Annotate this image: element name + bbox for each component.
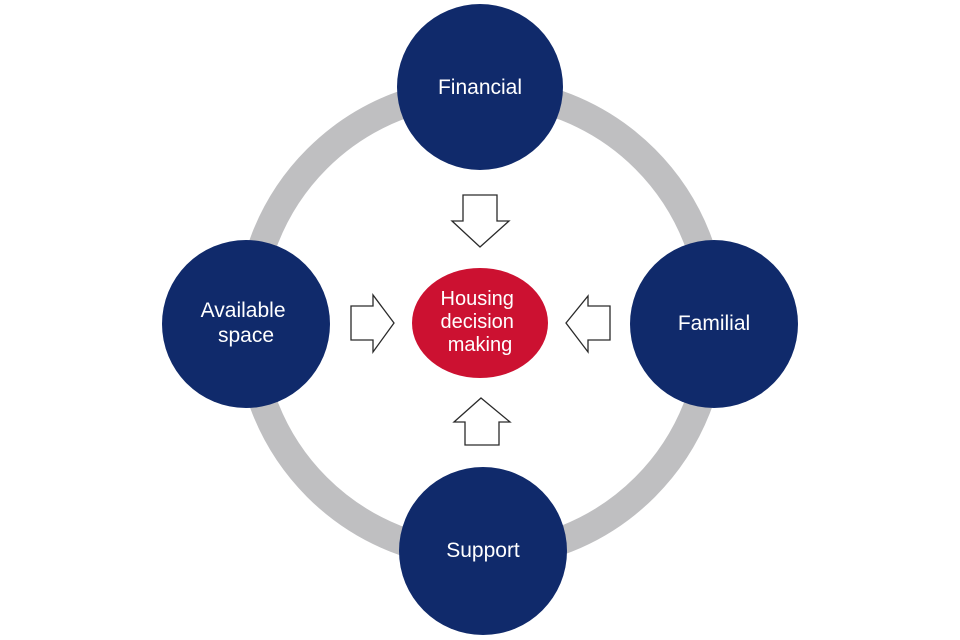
node-familial-label: Familial bbox=[678, 312, 750, 335]
arrow-right-icon bbox=[350, 293, 395, 355]
node-available-space-label-line-2: space bbox=[218, 324, 274, 347]
arrow-left-icon bbox=[565, 294, 611, 354]
node-available-space-label: Available space bbox=[201, 299, 292, 347]
node-support-label-line: Support bbox=[446, 539, 520, 562]
center-node-label-line-3: making bbox=[448, 334, 512, 356]
arrow-up-icon bbox=[452, 397, 512, 446]
center-node-label-line-1: Housing bbox=[441, 288, 514, 310]
center-node-housing-decision: Housing decision making bbox=[412, 268, 548, 378]
node-financial-label-line: Financial bbox=[438, 76, 522, 99]
center-node-label: Housing decision making bbox=[441, 288, 520, 356]
center-node-label-line-2: decision bbox=[441, 311, 514, 333]
node-familial-label-line: Familial bbox=[678, 312, 750, 335]
node-support-circle bbox=[399, 467, 567, 635]
node-familial-circle bbox=[630, 240, 798, 408]
center-node-ellipse bbox=[412, 268, 548, 378]
node-familial: Familial bbox=[630, 240, 798, 408]
node-support-label: Support bbox=[446, 539, 520, 562]
node-available-space: Available space bbox=[162, 240, 330, 408]
node-financial-label: Financial bbox=[438, 76, 522, 99]
node-financial-circle bbox=[397, 4, 563, 170]
node-financial: Financial bbox=[397, 4, 563, 170]
node-available-space-circle bbox=[162, 240, 330, 408]
arrow-down-icon bbox=[450, 194, 511, 248]
node-available-space-label-line-1: Available bbox=[201, 299, 286, 322]
node-support: Support bbox=[399, 467, 567, 635]
